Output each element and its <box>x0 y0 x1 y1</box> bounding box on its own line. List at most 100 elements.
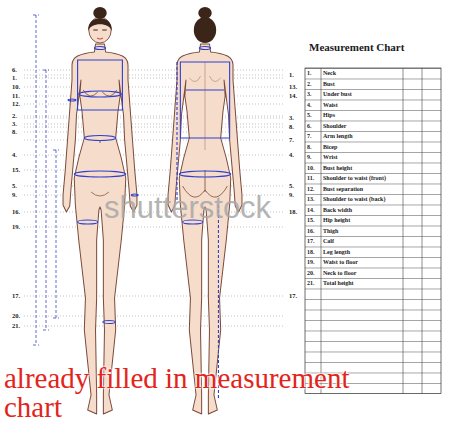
row-number: 4. <box>307 100 312 111</box>
watermark: shutterstock <box>104 191 271 225</box>
callout-number: 3. <box>12 120 17 128</box>
measurement-name: Neck <box>323 68 336 79</box>
table-grid <box>305 68 441 394</box>
callout-number: 11. <box>12 92 20 100</box>
waist-floor-line <box>53 150 59 318</box>
measurement-name: Shoulder to waist (front) <box>323 173 386 184</box>
back-body <box>168 44 242 414</box>
back-hips-measure <box>179 171 231 177</box>
hips-measure <box>74 171 126 177</box>
measurement-name: Back width <box>323 205 352 216</box>
waist-measure <box>84 136 115 141</box>
callout-number: 17. <box>289 292 297 300</box>
callout-number: 17. <box>12 292 20 300</box>
row-number: 16. <box>307 226 315 237</box>
back-hair <box>194 17 216 43</box>
total-height-line <box>33 15 39 345</box>
bicep-measure <box>68 99 76 101</box>
row-number: 13. <box>307 194 315 205</box>
callout-number: 12. <box>12 100 20 108</box>
row-number: 21. <box>307 278 315 289</box>
row-number: 14. <box>307 205 315 216</box>
row-number: 3. <box>307 89 312 100</box>
measurement-name: Wrist <box>323 152 338 163</box>
callout-number: 3. <box>289 114 294 122</box>
front-lips <box>97 38 103 39</box>
row-number: 1. <box>307 68 312 79</box>
callout-number: 14. <box>289 92 297 100</box>
callout-number: 8. <box>289 123 294 131</box>
callout-number: 16. <box>12 208 20 216</box>
callout-number: 4. <box>289 151 294 159</box>
callout-number: 18. <box>289 208 297 216</box>
callout-number: 1. <box>12 74 17 82</box>
measurement-name: Hip height <box>323 215 350 226</box>
measurement-name: Shoulder to waist (back) <box>323 194 385 205</box>
row-number: 15. <box>307 215 315 226</box>
shoulder-blades <box>189 76 220 82</box>
measurement-name: Hips <box>323 110 335 121</box>
front-bun <box>93 7 106 19</box>
row-number: 8. <box>307 142 312 153</box>
row-number: 12. <box>307 184 315 195</box>
row-number: 9. <box>307 152 312 163</box>
arm-length-measure <box>176 62 177 200</box>
row-number: 5. <box>307 110 312 121</box>
callout-number: 2. <box>12 112 17 120</box>
row-number: 17. <box>307 236 315 247</box>
callout-number: 21. <box>12 322 20 330</box>
front-body <box>63 44 137 414</box>
back-neck-measure <box>199 47 210 50</box>
callout-number: 1. <box>289 71 294 79</box>
callout-number: 20. <box>12 312 20 320</box>
front-navel <box>99 141 101 143</box>
callout-number: 4. <box>12 151 17 159</box>
measurement-name: Thigh <box>323 226 338 237</box>
measurement-name: Bust separation <box>323 184 363 195</box>
measurement-name: Waist <box>323 100 338 111</box>
callout-number: 9. <box>289 191 294 199</box>
row-number: 18. <box>307 247 315 258</box>
front-hair <box>88 18 112 31</box>
back-bun <box>198 7 211 19</box>
callout-number: 9. <box>12 191 17 199</box>
measurement-name: Total height <box>323 278 354 289</box>
front-eyes <box>93 30 106 31</box>
measurement-name: Shoulder <box>323 121 346 132</box>
row-number: 19. <box>307 257 315 268</box>
callout-number: 6. <box>12 66 17 74</box>
row-number: 7. <box>307 131 312 142</box>
measurement-name: Waist to floor <box>323 257 358 268</box>
measurement-name: Bust <box>323 79 335 90</box>
row-number: 2. <box>307 79 312 90</box>
front-head <box>89 17 111 43</box>
spine-line <box>205 62 206 150</box>
callout-number: 8. <box>12 128 17 136</box>
thigh-measure <box>78 220 98 224</box>
callout-number: 19. <box>12 223 20 231</box>
measurement-name: Under bust <box>323 89 352 100</box>
measurement-name: Calf <box>323 236 334 247</box>
overlay-note: already filled in measurement chart <box>4 364 374 422</box>
table-title: Measurement Chart <box>309 41 404 54</box>
measurement-name: Leg length <box>323 247 350 258</box>
row-number: 20. <box>307 268 315 279</box>
row-number: 6. <box>307 121 312 132</box>
torso-measure-box <box>78 60 123 110</box>
table-columns <box>321 68 422 394</box>
neck-measure <box>94 47 105 50</box>
measurement-name: Neck to floor <box>323 268 356 279</box>
callout-number: 10. <box>12 83 20 91</box>
bust-measure <box>79 91 122 97</box>
callout-number: 5. <box>12 182 17 190</box>
back-measure-box <box>180 62 229 138</box>
measurement-name: Bust height <box>323 163 352 174</box>
row-number: 10. <box>307 163 315 174</box>
measurement-name: Bicep <box>323 142 337 153</box>
back-width-measure <box>186 89 224 90</box>
callout-number: 15. <box>12 166 20 174</box>
callout-number: 7. <box>289 136 294 144</box>
calf-measure <box>103 321 115 324</box>
row-number: 11. <box>307 173 314 184</box>
